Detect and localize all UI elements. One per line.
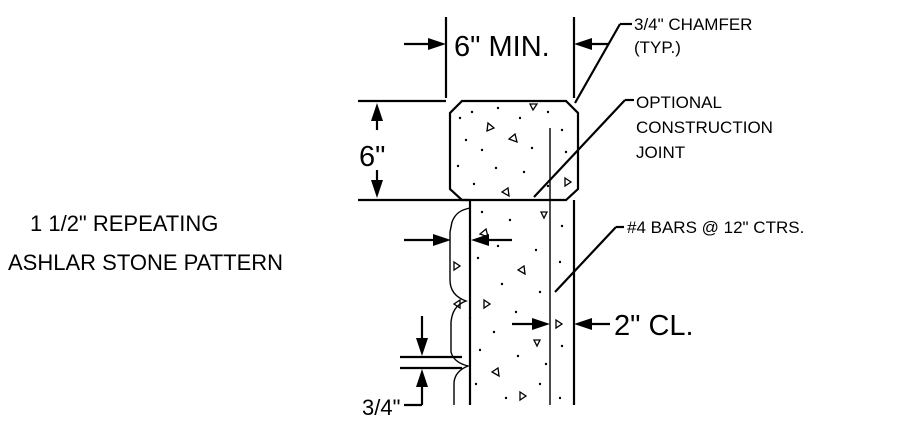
concrete-stipple (456, 106, 568, 400)
pattern-arrow-right (433, 234, 451, 246)
label-chamfer-typ: (TYP.) (634, 38, 681, 57)
label-bars: #4 BARS @ 12" CTRS. (627, 218, 804, 237)
label-pattern-1: 1 1/2" REPEATING (30, 211, 218, 236)
ashlar-pattern-profile (449, 207, 471, 405)
label-pattern-2: ASHLAR STONE PATTERN (8, 250, 283, 275)
min-arrow-left (428, 38, 446, 50)
label-min-width: 6" MIN. (454, 31, 550, 63)
pattern-arrow-left (471, 234, 489, 246)
recess-arrow-down (416, 338, 428, 356)
min-arrow-right (574, 38, 592, 50)
cap-outline (448, 99, 580, 202)
label-joint-3: JOINT (636, 143, 685, 162)
cl-arrow-left (532, 318, 550, 330)
bars-leader (554, 226, 617, 293)
label-recess: 3/4" (362, 395, 400, 420)
recess-arrow-up (416, 369, 428, 387)
label-clearance: 2" CL. (614, 310, 694, 342)
cap-arrow-up (371, 103, 383, 121)
label-cap-height: 6" (359, 141, 385, 173)
cl-arrow-right (574, 318, 592, 330)
label-joint-2: CONSTRUCTION (636, 118, 773, 137)
joint-leader (533, 99, 626, 198)
label-joint-1: OPTIONAL (636, 93, 722, 112)
chamfer-leader (574, 23, 621, 104)
concrete-aggregate (452, 103, 573, 402)
cap-arrow-down (371, 180, 383, 198)
label-chamfer: 3/4" CHAMFER (634, 15, 752, 34)
